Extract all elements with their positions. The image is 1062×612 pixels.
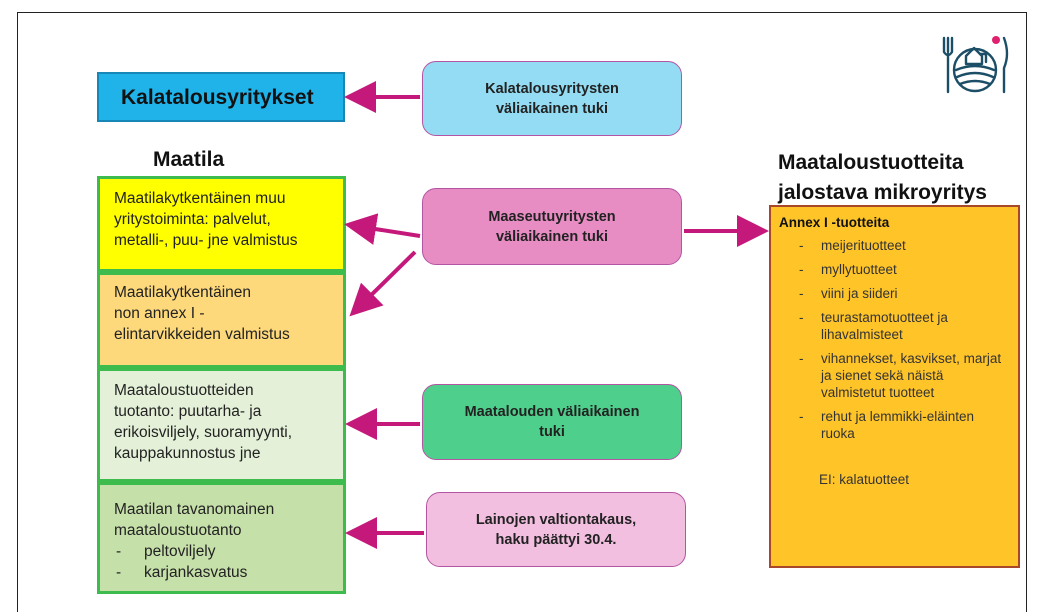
pill-line: väliaikainen tuki xyxy=(495,228,608,245)
box-line: metalli-, puu- jne valmistus xyxy=(114,232,298,249)
box-line: elintarvikkeiden valmistus xyxy=(114,326,290,343)
arrow-to-other-business xyxy=(344,213,421,245)
annex-note: EI: kalatuotteet xyxy=(819,472,910,487)
production-list: peltoviljely karjankasvatus xyxy=(114,541,329,583)
pill-kalatalous-support: Kalatalousyritysten väliaikainen tuki xyxy=(422,61,682,136)
list-item: peltoviljely xyxy=(114,541,329,562)
mikroyritys-heading: Maataloustuotteita jalostava mikroyritys xyxy=(778,148,987,208)
annex-item: teurastamotuotteet ja lihavalmisteet xyxy=(779,309,1010,343)
pill-maatalous-support: Maatalouden väliaikainen tuki xyxy=(422,384,682,460)
arrow-to-non-annex-food xyxy=(349,250,417,317)
annex-i-box: Annex I -tuotteita meijerituotteet mylly… xyxy=(769,205,1020,568)
box-line: Maataloustuotteiden xyxy=(114,382,254,399)
farm-box-agricultural-production: Maataloustuotteiden tuotanto: puutarha- … xyxy=(97,368,346,482)
annex-item: meijerituotteet xyxy=(779,237,1010,254)
box-line: non annex I - xyxy=(114,305,205,322)
annex-item: rehut ja lemmikki-eläinten ruoka xyxy=(779,408,1010,442)
annex-list: meijerituotteet myllytuotteet viini ja s… xyxy=(779,237,1010,442)
mikroyritys-heading-line: Maataloustuotteita xyxy=(778,151,964,174)
box-line: Maatilakytkentäinen muu xyxy=(114,190,286,207)
box-line: yritystoiminta: palvelut, xyxy=(114,211,271,228)
slide-frame xyxy=(17,12,1027,612)
pill-line: Lainojen valtiontakaus, xyxy=(475,511,637,528)
maatila-heading: Maatila xyxy=(153,148,225,171)
pill-line: Kalatalousyritysten xyxy=(485,80,619,97)
annex-item: viini ja siideri xyxy=(779,285,1010,302)
annex-item: myllytuotteet xyxy=(779,261,1010,278)
pill-line: Maaseutuyritysten xyxy=(488,208,616,225)
box-line: kauppakunnostus jne xyxy=(114,445,261,462)
farm-box-other-business: Maatilakytkentäinen muu yritystoiminta: … xyxy=(97,176,346,272)
box-line: erikoisviljely, suoramyynti, xyxy=(114,424,293,441)
pill-line: väliaikainen tuki xyxy=(495,100,609,117)
pill-line: haku päättyi 30.4. xyxy=(495,531,617,548)
farm-box-conventional-production: Maatilan tavanomainen maataloustuotanto … xyxy=(97,482,346,594)
farm-box-non-annex-food: Maatilakytkentäinen non annex I - elinta… xyxy=(97,272,346,368)
box-line: tuotanto: puutarha- ja xyxy=(114,403,262,420)
box-line: Maatilan tavanomainen xyxy=(114,501,275,518)
rural-village-fork-knife-icon xyxy=(942,36,1009,94)
box-line: maataloustuotanto xyxy=(114,522,242,539)
list-item: karjankasvatus xyxy=(114,562,329,583)
box-line: Maatilakytkentäinen xyxy=(114,284,251,301)
pill-line: tuki xyxy=(539,424,565,440)
pill-loan-guarantee: Lainojen valtiontakaus, haku päättyi 30.… xyxy=(426,492,686,567)
annex-item: vihannekset, kasvikset, marjat ja sienet… xyxy=(779,350,1010,401)
pill-maaseutu-support: Maaseutuyritysten väliaikainen tuki xyxy=(422,188,682,265)
kalatalousyritykset-box: Kalatalousyritykset xyxy=(97,72,345,122)
mikroyritys-heading-line: jalostava mikroyritys xyxy=(778,181,987,204)
pill-line: Maatalouden väliaikainen xyxy=(464,404,640,420)
annex-title: Annex I -tuotteita xyxy=(779,215,890,230)
